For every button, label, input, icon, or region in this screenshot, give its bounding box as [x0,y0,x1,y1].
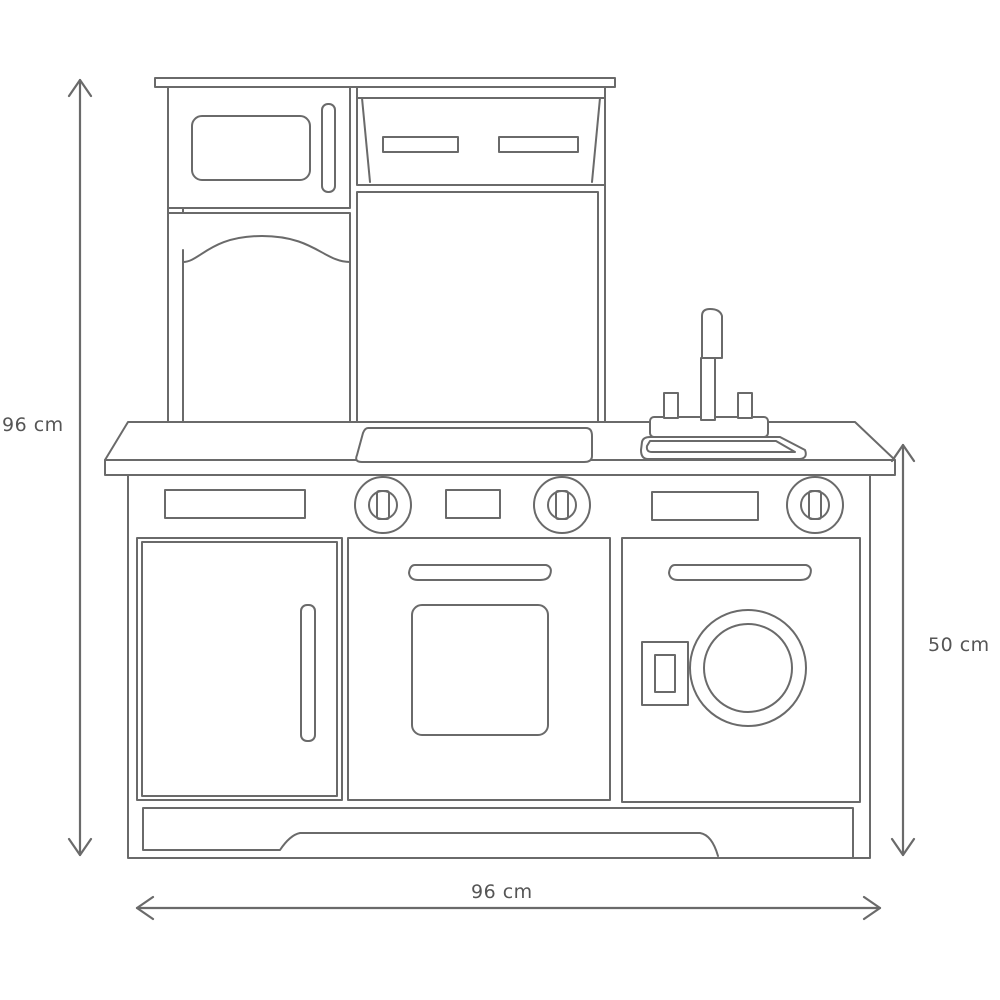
washer-porthole [689,609,807,727]
washer-latch [641,641,689,706]
faucet-knob-right [737,392,753,419]
height-dimension-arrow [67,78,93,857]
width-dimension-arrow [135,895,882,921]
hutch-top-board [154,77,616,88]
stove-knob [354,476,412,534]
control-display [651,491,759,521]
kickplate [142,807,854,859]
fridge-handle [300,604,316,742]
upper-arch-cabinet [167,212,351,423]
upper-shelf [356,86,606,186]
width-label: 96 cm [471,881,533,903]
microwave [167,86,351,209]
washer-handle [668,564,812,581]
microwave-window [191,115,311,181]
microwave-handle [321,103,336,193]
oven-handle [408,564,552,581]
washer-knob [786,476,844,534]
back-panel [356,191,599,423]
control-display [445,489,501,519]
shelf-slot [498,136,579,153]
oven-window [411,604,549,736]
faucet-stem [700,357,716,421]
fridge-door [136,537,343,801]
oven-door [347,537,611,801]
faucet-spout [701,308,723,359]
height-label: 96 cm [2,414,64,436]
stove-knob [533,476,591,534]
counter-height-dimension-arrow [890,443,916,857]
control-display [164,489,306,519]
stove-cooktop [355,427,593,463]
washing-machine [621,537,861,803]
sink [640,308,807,460]
counter-height-label: 50 cm [928,634,990,656]
shelf-slot [382,136,459,153]
faucet-knob-left [663,392,679,419]
